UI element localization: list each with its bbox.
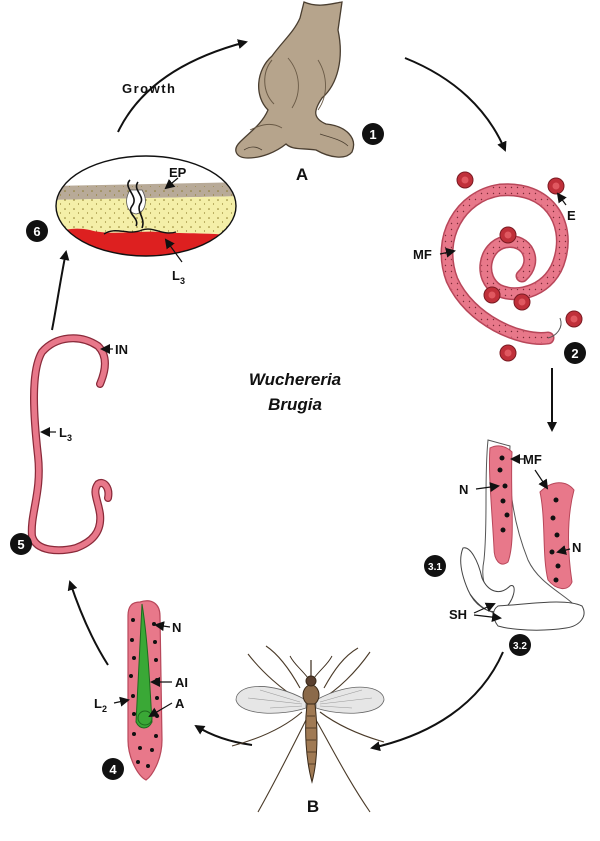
red-blood-cells <box>456 171 583 362</box>
stage-badge-2: 2 <box>564 342 586 364</box>
mosquito-illustration <box>231 645 385 813</box>
label-N-stage3a: N <box>459 482 468 497</box>
title-line-2: Brugia <box>268 395 322 414</box>
label-L2: L2 <box>94 696 107 714</box>
label-E: E <box>567 208 576 223</box>
arrow-growth <box>117 39 248 133</box>
stage-badge-5: 5 <box>10 533 32 555</box>
l2-larva-illustration <box>127 600 163 781</box>
label-L3-stage6: L3 <box>172 268 185 286</box>
label-EP: EP <box>169 165 187 180</box>
svg-text:3.1: 3.1 <box>428 562 442 573</box>
microfilaria-blood-illustration <box>440 171 583 362</box>
svg-text:3.2: 3.2 <box>513 641 527 652</box>
growth-label: Growth <box>122 81 177 96</box>
host-label-B: B <box>307 797 319 816</box>
l3-larva-illustration <box>27 334 113 555</box>
stage-badge-3-2: 3.2 <box>509 634 531 656</box>
arrow-3-to-B <box>370 651 504 752</box>
host-label-A: A <box>296 165 308 184</box>
elephantiasis-leg-illustration <box>235 1 355 159</box>
svg-text:1: 1 <box>369 127 376 142</box>
label-A: A <box>175 696 185 711</box>
stage-badge-3-1: 3.1 <box>424 555 446 577</box>
mosquito-midgut-illustration <box>460 439 585 631</box>
arrow-B-to-4 <box>194 724 253 746</box>
skin-penetration-illustration <box>55 155 237 257</box>
svg-text:2: 2 <box>571 346 578 361</box>
label-IN: IN <box>115 342 128 357</box>
stage-badge-4: 4 <box>102 758 124 780</box>
label-N-stage4: N <box>172 620 181 635</box>
stage-badge-1: 1 <box>362 123 384 145</box>
cycle-arrows <box>51 39 557 752</box>
label-AI: AI <box>175 675 188 690</box>
svg-text:6: 6 <box>33 224 40 239</box>
svg-text:5: 5 <box>17 537 24 552</box>
title-line-1: Wuchereria <box>249 370 341 389</box>
arrow-1-to-2 <box>404 57 507 152</box>
label-L3-stage5: L3 <box>59 425 72 443</box>
label-MF-stage2: MF <box>413 247 432 262</box>
svg-text:4: 4 <box>109 762 117 777</box>
arrow-5-to-6 <box>51 250 70 331</box>
arrow-4-to-5 <box>67 580 109 666</box>
stage-badge-6: 6 <box>26 220 48 242</box>
label-MF-stage3: MF <box>523 452 542 467</box>
label-SH: SH <box>449 607 467 622</box>
label-N-stage3b: N <box>572 540 581 555</box>
